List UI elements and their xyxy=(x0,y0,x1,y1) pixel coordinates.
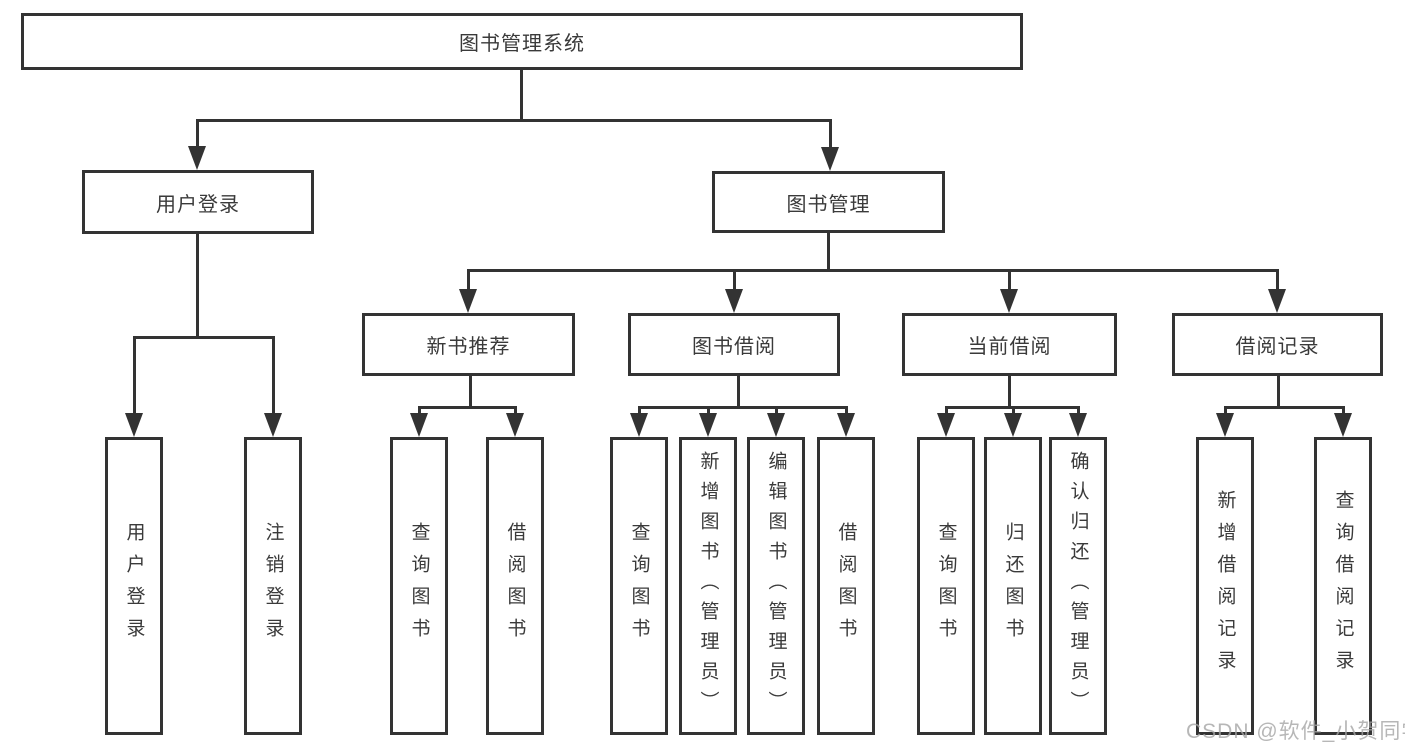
node-label: 借阅记录 xyxy=(1235,336,1320,358)
node-current-borrowing: 当前借阅 xyxy=(902,313,1117,376)
connector-arrow-shaft xyxy=(1076,407,1080,417)
arrow-head-icon xyxy=(767,413,785,437)
connector-vline xyxy=(826,231,830,272)
node-label: 当前借阅 xyxy=(967,336,1052,358)
leaf-confirm-return-admin: 确认归还（管理员） xyxy=(1049,437,1107,735)
leaf-recommend-query-books: 查询图书 xyxy=(390,437,448,735)
leaf-label: 借阅图书 xyxy=(504,522,526,650)
connector-arrow-shaft xyxy=(828,120,832,151)
node-new-book-recommendation: 新书推荐 xyxy=(362,313,575,376)
leaf-borrowing-borrow-books: 借阅图书 xyxy=(817,437,875,735)
connector-arrow-shaft xyxy=(774,407,778,417)
node-user-login-branch: 用户登录 xyxy=(82,170,314,234)
connector-arrow-shaft xyxy=(195,120,199,150)
connector-arrow-shaft xyxy=(1223,407,1227,417)
leaf-label: 编辑图书（管理员） xyxy=(765,451,787,721)
leaf-label: 查询借阅记录 xyxy=(1332,490,1354,682)
connector-arrow-shaft xyxy=(271,337,275,417)
arrow-head-icon xyxy=(1268,289,1286,313)
leaf-add-book-admin: 新增图书（管理员） xyxy=(679,437,737,735)
leaf-borrowing-query-books: 查询图书 xyxy=(610,437,668,735)
connector-arrow-shaft xyxy=(1341,407,1345,417)
leaf-current-query-books: 查询图书 xyxy=(917,437,975,735)
leaf-label: 注销登录 xyxy=(262,522,284,650)
connector-arrow-shaft xyxy=(637,407,641,417)
connector-vline xyxy=(736,374,740,409)
arrow-head-icon xyxy=(937,413,955,437)
leaf-label: 确认归还（管理员） xyxy=(1067,451,1089,721)
leaf-label: 查询图书 xyxy=(408,522,430,650)
leaf-edit-book-admin: 编辑图书（管理员） xyxy=(747,437,805,735)
arrow-head-icon xyxy=(1000,289,1018,313)
connector-hline xyxy=(132,335,275,339)
node-book-management-branch: 图书管理 xyxy=(712,171,945,233)
connector-hline xyxy=(195,118,832,122)
connector-vline xyxy=(519,67,523,121)
node-label: 图书管理系统 xyxy=(459,33,585,55)
node-library-management-system: 图书管理系统 xyxy=(21,13,1023,70)
connector-hline xyxy=(417,405,517,409)
leaf-label: 归还图书 xyxy=(1002,522,1024,650)
arrow-head-icon xyxy=(1216,413,1234,437)
connector-arrow-shaft xyxy=(132,337,136,417)
connector-vline xyxy=(1007,374,1011,409)
leaf-return-books: 归还图书 xyxy=(984,437,1042,735)
node-label: 图书借阅 xyxy=(692,336,776,358)
arrow-head-icon xyxy=(459,289,477,313)
leaf-logout: 注销登录 xyxy=(244,437,302,735)
node-label: 新书推荐 xyxy=(426,336,511,358)
connector-hline xyxy=(466,268,1279,272)
node-book-borrowing: 图书借阅 xyxy=(628,313,840,376)
leaf-label: 新增借阅记录 xyxy=(1214,490,1236,682)
connector-arrow-shaft xyxy=(1275,270,1279,293)
connector-hline xyxy=(1223,405,1345,409)
arrow-head-icon xyxy=(125,413,143,437)
node-borrowing-records: 借阅记录 xyxy=(1172,313,1383,376)
arrow-head-icon xyxy=(725,289,743,313)
csdn-watermark: CSDN @软件_小贺同学 xyxy=(1186,720,1405,743)
leaf-label: 查询图书 xyxy=(628,522,650,650)
node-label: 图书管理 xyxy=(786,193,871,216)
connector-arrow-shaft xyxy=(944,407,948,417)
connector-arrow-shaft xyxy=(1007,270,1011,293)
connector-vline xyxy=(195,234,199,339)
arrow-head-icon xyxy=(410,413,428,437)
connector-arrow-shaft xyxy=(732,270,736,293)
arrow-head-icon xyxy=(1004,413,1022,437)
connector-hline xyxy=(637,405,848,409)
arrow-head-icon xyxy=(821,147,839,171)
leaf-label: 借阅图书 xyxy=(835,522,857,650)
arrow-head-icon xyxy=(188,146,206,170)
connector-arrow-shaft xyxy=(466,270,470,293)
arrow-head-icon xyxy=(1334,413,1352,437)
arrow-head-icon xyxy=(264,413,282,437)
node-label: 用户登录 xyxy=(156,193,240,216)
connector-arrow-shaft xyxy=(513,407,517,417)
connector-vline xyxy=(1276,374,1280,409)
arrow-head-icon xyxy=(699,413,717,437)
arrow-head-icon xyxy=(506,413,524,437)
leaf-label: 新增图书（管理员） xyxy=(697,451,719,721)
arrow-head-icon xyxy=(630,413,648,437)
leaf-query-borrow-record: 查询借阅记录 xyxy=(1314,437,1372,735)
leaf-label: 用户登录 xyxy=(123,522,145,650)
connector-arrow-shaft xyxy=(417,407,421,417)
connector-arrow-shaft xyxy=(844,407,848,417)
connector-arrow-shaft xyxy=(1011,407,1015,417)
leaf-label: 查询图书 xyxy=(935,522,957,650)
leaf-add-borrow-record: 新增借阅记录 xyxy=(1196,437,1254,735)
connector-vline xyxy=(468,374,472,409)
leaf-recommend-borrow-books: 借阅图书 xyxy=(486,437,544,735)
arrow-head-icon xyxy=(1069,413,1087,437)
connector-arrow-shaft xyxy=(706,407,710,417)
arrow-head-icon xyxy=(837,413,855,437)
leaf-user-login: 用户登录 xyxy=(105,437,163,735)
